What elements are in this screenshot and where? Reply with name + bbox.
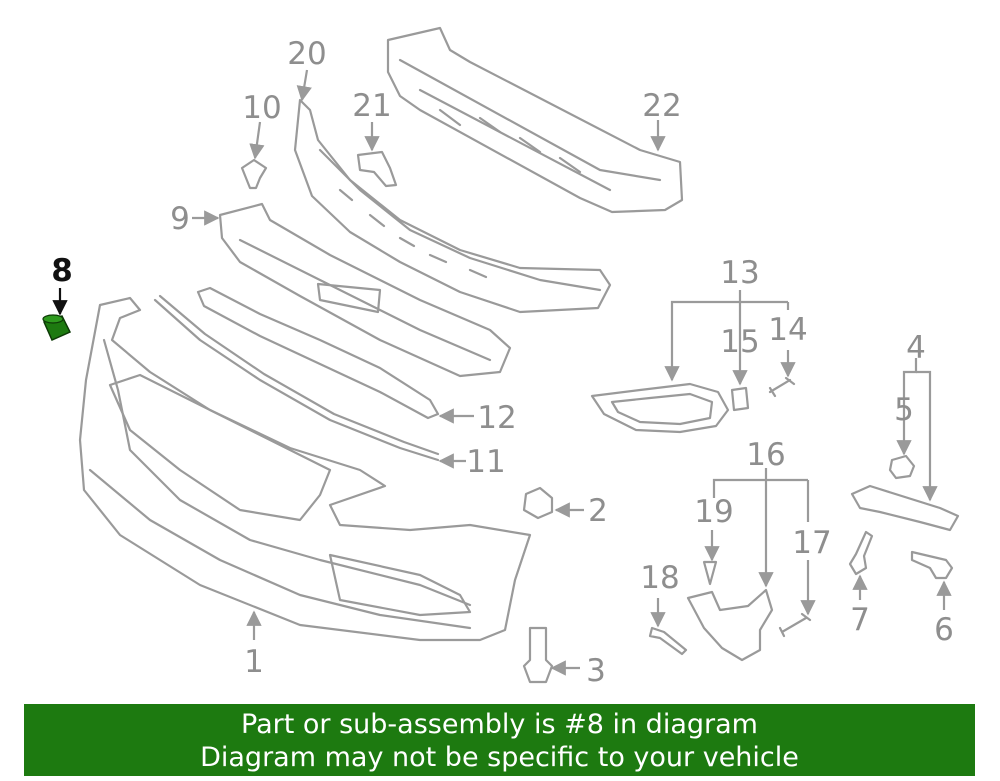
- bolt-6: [910, 550, 954, 580]
- push-clip-10: [240, 158, 268, 190]
- impact-absorber-bar: [386, 26, 684, 214]
- bolt-7: [848, 530, 874, 576]
- upper-reinforcement: [293, 98, 612, 314]
- info-banner: Part or sub-assembly is #8 in diagram Di…: [24, 704, 975, 776]
- callout-3: 3: [586, 653, 606, 689]
- bumper-cover-1: [78, 296, 532, 642]
- screw-19: [702, 560, 718, 586]
- banner-line-1: Part or sub-assembly is #8 in diagram: [241, 709, 758, 740]
- bolt-3: [522, 626, 554, 684]
- callout-4: 4: [906, 330, 926, 366]
- callout-20: 20: [287, 36, 326, 72]
- callout-1: 1: [244, 644, 264, 680]
- bracket-21: [356, 150, 398, 188]
- callout-22: 22: [642, 88, 681, 124]
- callout-7: 7: [850, 602, 870, 638]
- callout-10: 10: [242, 90, 281, 126]
- deflector-16: [686, 588, 774, 662]
- callout-8: 8: [51, 253, 73, 289]
- callout-14: 14: [768, 312, 807, 348]
- leader-lines: [52, 69, 952, 676]
- fog-lamp-bezel-13: [590, 382, 730, 434]
- screw-17: [778, 612, 812, 638]
- callout-11: 11: [466, 444, 505, 480]
- callout-18: 18: [640, 560, 679, 596]
- callout-9: 9: [170, 201, 190, 237]
- grille-support-9: [218, 202, 512, 378]
- part-15: [730, 386, 750, 412]
- callout-12: 12: [477, 400, 516, 436]
- callout-5: 5: [894, 392, 914, 428]
- callout-6: 6: [934, 612, 954, 648]
- nut-5: [888, 454, 916, 480]
- callout-21: 21: [352, 88, 391, 124]
- bolt-18: [648, 626, 688, 656]
- banner-line-2: Diagram may not be specific to your vehi…: [200, 742, 799, 773]
- callout-17: 17: [792, 525, 831, 561]
- clip-nut-2: [522, 486, 554, 520]
- bracket-4: [850, 484, 960, 532]
- callout-16: 16: [746, 437, 785, 473]
- callout-19: 19: [694, 494, 733, 530]
- screw-14: [768, 376, 796, 398]
- molding-strip-11: [153, 294, 440, 462]
- callout-13: 13: [720, 255, 759, 291]
- callout-labels: 1 2 3 4 5 6 7 8 9 10 11 12 13 14 15 16 1…: [51, 36, 954, 689]
- grille-insert-12: [196, 286, 440, 420]
- callout-2: 2: [588, 493, 608, 529]
- callout-15: 15: [720, 324, 759, 360]
- highlighted-cap-8: [42, 314, 72, 341]
